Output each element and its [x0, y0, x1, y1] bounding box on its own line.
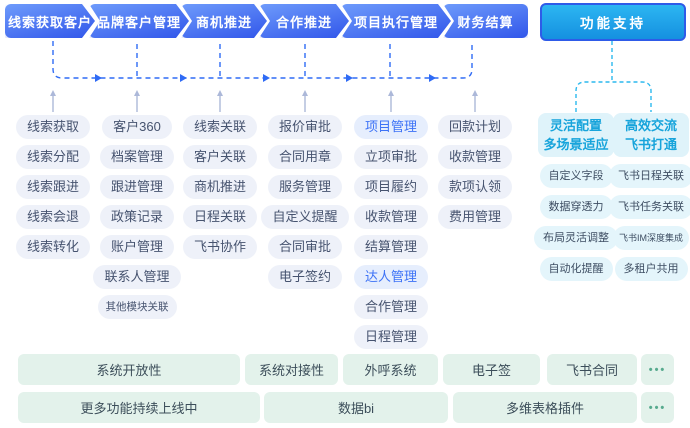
module-pill: 立项审批: [353, 145, 428, 169]
module-pill: 合同用章: [267, 145, 342, 169]
module-pill: 合同审批: [267, 235, 342, 259]
support-pill: 布局灵活调整: [534, 226, 618, 250]
module-pill: 账户管理: [99, 235, 174, 259]
support-header-line1: 灵活配置: [549, 118, 602, 133]
flow-stage-opportunity: 商机推进: [181, 4, 267, 38]
flow-stage-cooperation: 合作推进: [259, 4, 349, 38]
module-pill: 档案管理: [99, 145, 174, 169]
module-pill: 飞书协作: [182, 235, 257, 259]
capability-box: 外呼系统: [343, 354, 438, 385]
module-pill: 商机推进: [182, 175, 257, 199]
module-pill: 收款管理: [437, 145, 512, 169]
support-button: 功能支持: [540, 3, 686, 41]
module-pill: 报价审批: [267, 115, 342, 139]
module-pill: 合作管理: [353, 295, 428, 319]
capability-box-more: •••: [641, 354, 674, 385]
support-pill: 飞书IM深度集成: [613, 226, 689, 250]
module-pill: 项目履约: [353, 175, 428, 199]
column-opportunity: 线索关联 客户关联 商机推进 日程关联 飞书协作: [160, 115, 280, 259]
capability-box: 数据bi: [264, 392, 448, 423]
capability-box: 飞书合同: [547, 354, 637, 385]
support-pill: 数据穿透力: [539, 195, 613, 219]
module-pill: 服务管理: [267, 175, 342, 199]
column-lead: 线索获取 线索分配 线索跟进 线索会退 线索转化: [0, 115, 113, 259]
capability-box: 多维表格插件: [453, 392, 637, 423]
support-pill: 多租户共用: [614, 257, 688, 281]
module-pill-highlight: 达人管理: [353, 265, 428, 289]
module-pill: 客户360: [102, 115, 172, 139]
flow-stage-finance: 财务结算: [443, 4, 528, 38]
ellipsis-dots-icon: •••: [648, 401, 667, 414]
capability-box: 电子签: [443, 354, 540, 385]
capability-box: 系统对接性: [245, 354, 338, 385]
support-pill: 飞书任务关联: [609, 195, 690, 219]
flow-stage-project-exec: 项目执行管理: [341, 4, 451, 38]
column-customer: 客户360 档案管理 跟进管理 政策记录 账户管理 联系人管理 其他模块关联: [77, 115, 197, 319]
module-pill: 线索转化: [15, 235, 90, 259]
module-pill: 日程关联: [182, 205, 257, 229]
flow-stage-brand-customer: 品牌客户管理: [89, 4, 189, 38]
support-group-config: 灵活配置 多场景适应 自定义字段 数据穿透力 布局灵活调整 自动化提醒: [516, 113, 636, 281]
module-pill: 联系人管理: [93, 265, 181, 289]
module-pill: 线索分配: [15, 145, 90, 169]
support-header-line2: 飞书打通: [624, 137, 677, 152]
module-pill: 自定义提醒: [261, 205, 349, 229]
support-header-line2: 多场景适应: [543, 137, 609, 152]
ellipsis-dots-icon: •••: [648, 363, 667, 376]
module-pill-highlight: 项目管理: [353, 115, 428, 139]
module-pill: 线索会退: [15, 205, 90, 229]
support-pill: 自动化提醒: [539, 257, 613, 281]
support-pill: 自定义字段: [539, 164, 613, 188]
column-cooperation: 报价审批 合同用章 服务管理 自定义提醒 合同审批 电子签约: [245, 115, 365, 289]
module-pill: 客户关联: [182, 145, 257, 169]
module-pill: 线索关联: [182, 115, 257, 139]
module-pill: 跟进管理: [99, 175, 174, 199]
module-pill: 结算管理: [353, 235, 428, 259]
support-pill: 飞书日程关联: [609, 164, 690, 188]
module-pill: 收款管理: [353, 205, 428, 229]
capability-box: 更多功能持续上线中: [18, 392, 260, 423]
support-group-feishu: 高效交流 飞书打通 飞书日程关联 飞书任务关联 飞书IM深度集成 多租户共用: [591, 113, 690, 281]
module-pill: 日程管理: [353, 325, 428, 349]
flow-stage-lead-acquisition: 线索获取客户: [5, 4, 95, 38]
column-project: 项目管理 立项审批 项目履约 收款管理 结算管理 达人管理 合作管理 日程管理: [331, 115, 451, 349]
module-pill: 政策记录: [99, 205, 174, 229]
support-header-line1: 高效交流: [624, 118, 677, 133]
support-group-header: 高效交流 飞书打通: [613, 113, 689, 157]
module-pill: 电子签约: [267, 265, 342, 289]
support-group-header: 灵活配置 多场景适应: [538, 113, 614, 157]
module-pill: 款项认领: [437, 175, 512, 199]
capability-box-more: •••: [641, 392, 674, 423]
module-pill: 回款计划: [437, 115, 512, 139]
module-pill: 线索跟进: [15, 175, 90, 199]
module-pill: 费用管理: [437, 205, 512, 229]
capability-box: 系统开放性: [18, 354, 240, 385]
module-pill: 线索获取: [15, 115, 90, 139]
module-pill: 其他模块关联: [97, 295, 177, 319]
column-finance: 回款计划 收款管理 款项认领 费用管理: [415, 115, 535, 229]
